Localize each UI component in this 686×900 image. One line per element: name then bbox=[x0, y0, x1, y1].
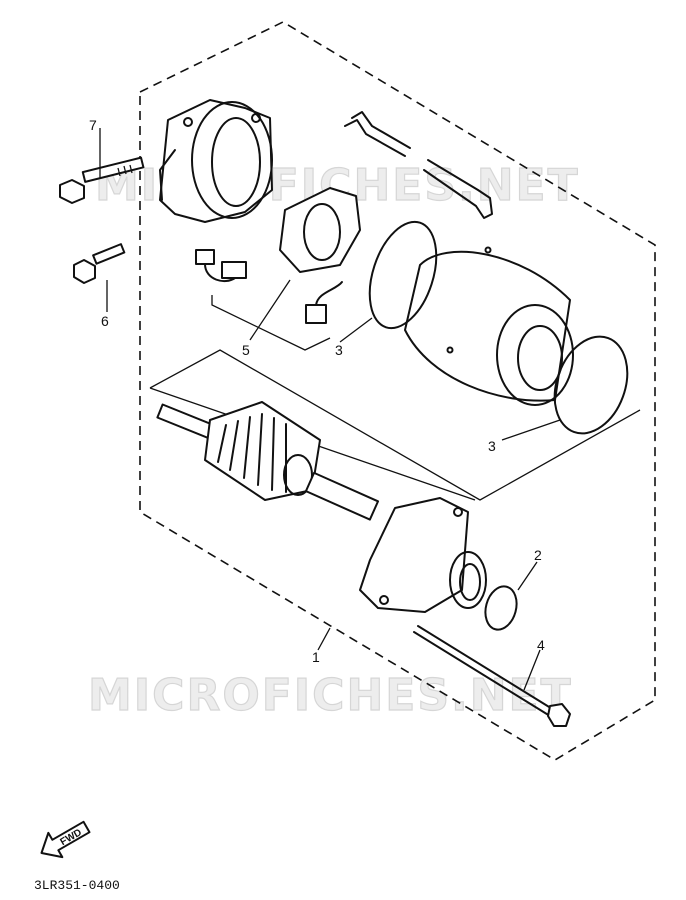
callout-3-right: 3 bbox=[488, 438, 496, 454]
through-bolt-4 bbox=[413, 625, 571, 727]
rear-cover bbox=[159, 99, 273, 223]
armature bbox=[156, 401, 380, 521]
callout-4: 4 bbox=[537, 637, 545, 653]
motor-yoke bbox=[404, 246, 574, 406]
lead-wire bbox=[344, 111, 493, 219]
fwd-arrow: FWD bbox=[40, 820, 91, 859]
front-cover bbox=[359, 497, 487, 613]
bolt-7 bbox=[59, 156, 145, 204]
inner-assembly-outline bbox=[149, 349, 641, 501]
callout-2: 2 bbox=[534, 547, 542, 563]
callout-5: 5 bbox=[242, 342, 250, 358]
o-ring-3-right bbox=[553, 335, 629, 435]
o-ring-3-left bbox=[368, 220, 438, 330]
watermark-bottom: MICROFICHES.NET bbox=[88, 670, 573, 721]
diagram-code: 3LR351-0400 bbox=[34, 878, 120, 893]
brush-plate bbox=[195, 187, 361, 324]
callout-3-left: 3 bbox=[335, 342, 343, 358]
callout-6: 6 bbox=[101, 313, 109, 329]
callout-1: 1 bbox=[312, 649, 320, 665]
o-ring-2 bbox=[484, 585, 518, 631]
bolt-6 bbox=[73, 243, 126, 284]
fwd-label: FWD bbox=[59, 827, 84, 848]
callout-7: 7 bbox=[89, 117, 97, 133]
